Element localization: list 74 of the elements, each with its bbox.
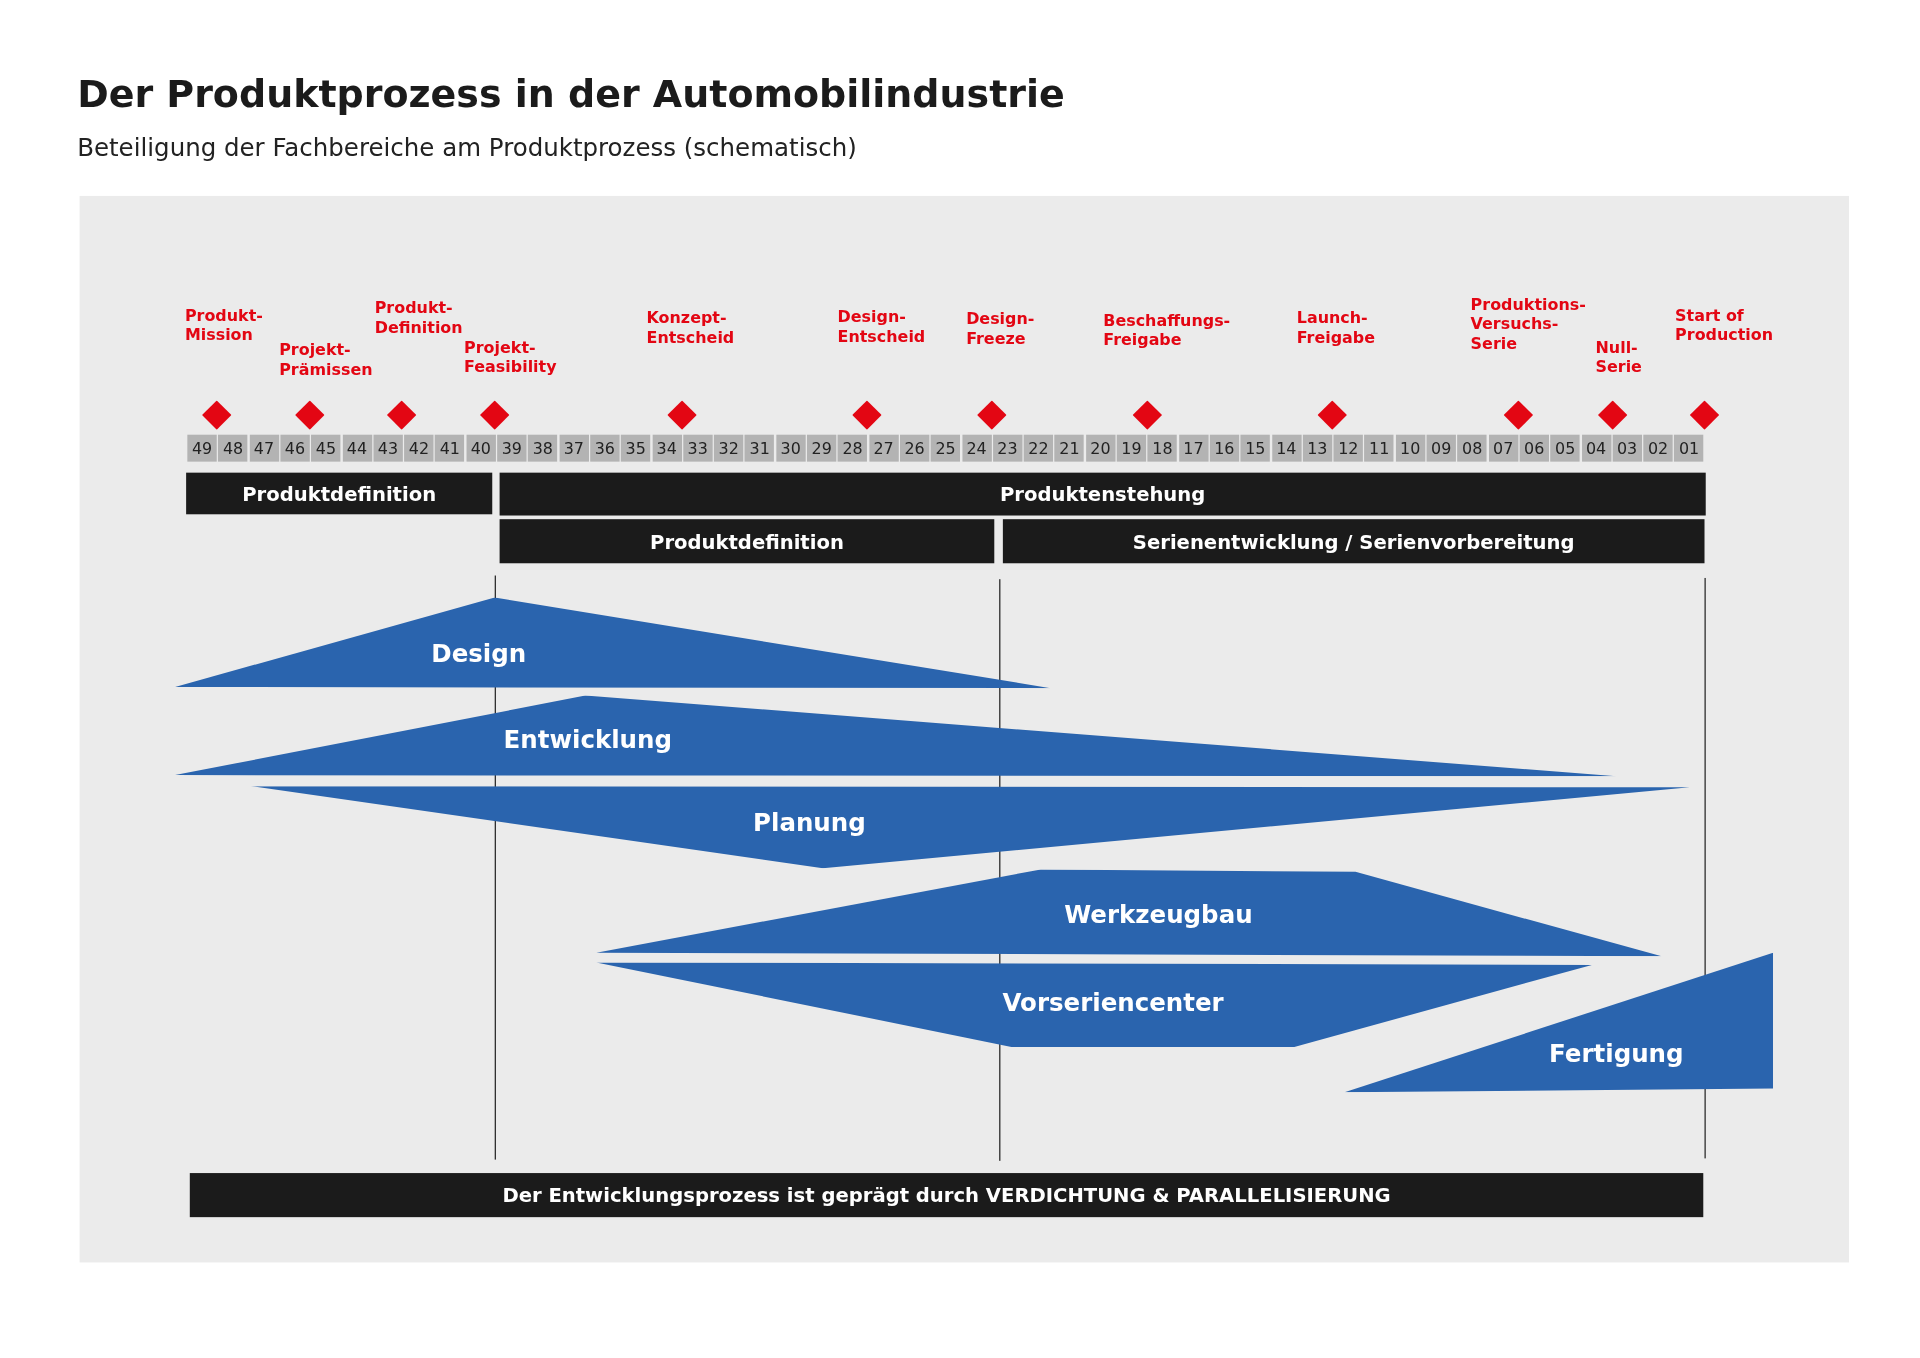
band-label: Planung xyxy=(753,808,866,838)
week-cell: 14 xyxy=(1271,434,1302,462)
week-cell: 38 xyxy=(528,434,558,462)
milestone-label: Start of Production xyxy=(1675,306,1775,346)
week-cell: 10 xyxy=(1395,434,1425,462)
week-cell: 31 xyxy=(744,434,775,462)
milestone-label: Null- Serie xyxy=(1595,337,1642,378)
week-cell: 29 xyxy=(806,434,837,462)
milestone-label: Konzept- Entscheid xyxy=(646,308,735,348)
milestone-label: Produkt- Mission xyxy=(184,306,263,346)
week-cell: 18 xyxy=(1147,434,1178,462)
milestone-label: Produktions- Versuchs- Serie xyxy=(1470,295,1586,354)
milestone-label: Design- Entscheid xyxy=(837,307,926,347)
week-cell: 36 xyxy=(590,434,620,462)
week-cell: 03 xyxy=(1612,434,1642,462)
subtitle: Beteiligung der Fachbereiche am Produktprozess (schematisch) xyxy=(77,132,857,162)
week-cell: 12 xyxy=(1333,434,1363,462)
week-cell: 30 xyxy=(775,434,806,462)
week-cell: 13 xyxy=(1302,434,1332,462)
milestone-label: Produkt- Definition xyxy=(374,298,463,338)
phase-bar: Serienentwicklung / Serienvorbereitung xyxy=(1002,519,1705,564)
week-cell: 08 xyxy=(1457,434,1487,462)
week-cell: 44 xyxy=(342,434,372,462)
week-cell: 21 xyxy=(1054,434,1085,462)
week-cell: 35 xyxy=(621,434,651,462)
week-cell: 16 xyxy=(1209,434,1240,462)
week-cell: 06 xyxy=(1519,434,1549,462)
week-cell: 27 xyxy=(868,434,899,462)
milestone-label: Projekt- Feasibility xyxy=(464,337,557,378)
band-label: Entwicklung xyxy=(503,724,672,755)
week-cell: 19 xyxy=(1116,434,1147,462)
title: Der Produktprozess in der Automobilindustrie xyxy=(77,71,1065,116)
week-cell: 24 xyxy=(961,434,992,462)
week-cell: 40 xyxy=(466,434,496,462)
week-cell: 11 xyxy=(1364,434,1394,462)
week-cell: 04 xyxy=(1581,434,1611,462)
week-cell: 45 xyxy=(311,434,341,462)
week-cell: 42 xyxy=(404,434,434,462)
week-cell: 25 xyxy=(930,434,961,462)
week-cell: 28 xyxy=(837,434,868,462)
band-label: Design xyxy=(431,639,527,669)
phase-bar: Produktdefinition xyxy=(186,472,493,515)
band-label: Fertigung xyxy=(1549,1038,1684,1068)
week-cell: 43 xyxy=(373,434,403,462)
milestone-label: Beschaffungs- Freigabe xyxy=(1103,311,1231,351)
band-label: Vorseriencenter xyxy=(1002,988,1224,1018)
milestone-label: Projekt- Prämissen xyxy=(279,340,373,380)
week-cell: 34 xyxy=(652,434,682,462)
week-cell: 17 xyxy=(1178,434,1209,462)
week-cell: 22 xyxy=(1023,434,1054,462)
week-cell: 39 xyxy=(497,434,527,462)
week-cell: 49 xyxy=(187,434,217,462)
week-cell: 23 xyxy=(992,434,1023,462)
week-cell: 48 xyxy=(218,434,248,462)
week-cell: 20 xyxy=(1085,434,1116,462)
week-cell: 26 xyxy=(899,434,930,462)
summary-bar: Der Entwicklungsprozess ist geprägt durch VERDICHTUNG & PARALLELISIERUNG xyxy=(189,1173,1704,1218)
week-cell: 32 xyxy=(714,434,744,462)
week-cell: 09 xyxy=(1426,434,1456,462)
week-cell: 41 xyxy=(435,434,465,462)
band-label: Werkzeugbau xyxy=(1064,900,1253,930)
week-cell: 33 xyxy=(683,434,713,462)
phase-bar: Produktenstehung xyxy=(499,472,1706,516)
week-cell: 47 xyxy=(249,434,279,462)
milestone-label: Launch- Freigabe xyxy=(1296,308,1376,348)
week-cell: 07 xyxy=(1488,434,1518,462)
week-cell: 02 xyxy=(1643,434,1673,462)
week-cell: 05 xyxy=(1550,434,1580,462)
week-cell: 15 xyxy=(1240,434,1271,462)
week-cell: 01 xyxy=(1674,434,1704,462)
week-cell: 37 xyxy=(559,434,589,462)
milestone-label: Design- Freeze xyxy=(966,309,1035,349)
phase-bar: Produktdefinition xyxy=(499,519,995,564)
week-cell: 46 xyxy=(280,434,310,462)
